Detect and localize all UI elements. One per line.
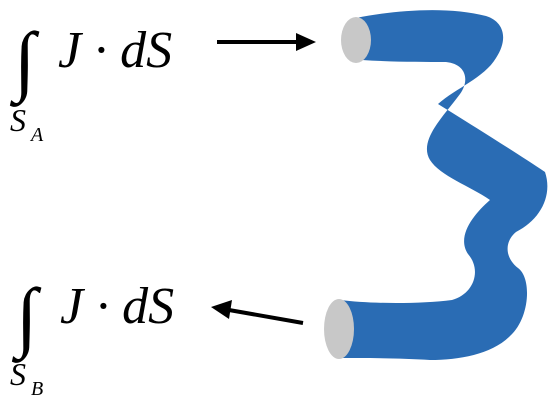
tube-end-b	[324, 299, 354, 359]
integral-sign-bottom: ∫	[11, 272, 42, 363]
arrow-into-tube	[217, 33, 316, 51]
bottom-domain-label: S	[10, 356, 26, 392]
bottom-domain-subscript: B	[31, 378, 43, 400]
top-integrand: J · dS	[58, 22, 172, 79]
bottom-flux-integral: ∫ J · dS S B	[10, 272, 174, 400]
integral-sign-top: ∫	[9, 16, 40, 107]
top-flux-integral: ∫ J · dS S A	[9, 16, 172, 146]
top-domain-subscript: A	[29, 124, 44, 146]
flux-tube	[340, 10, 548, 360]
top-domain-label: S	[10, 102, 26, 138]
tube-end-a	[341, 17, 371, 63]
bottom-integrand: J · dS	[60, 278, 174, 335]
arrow-out-of-tube	[211, 300, 304, 325]
